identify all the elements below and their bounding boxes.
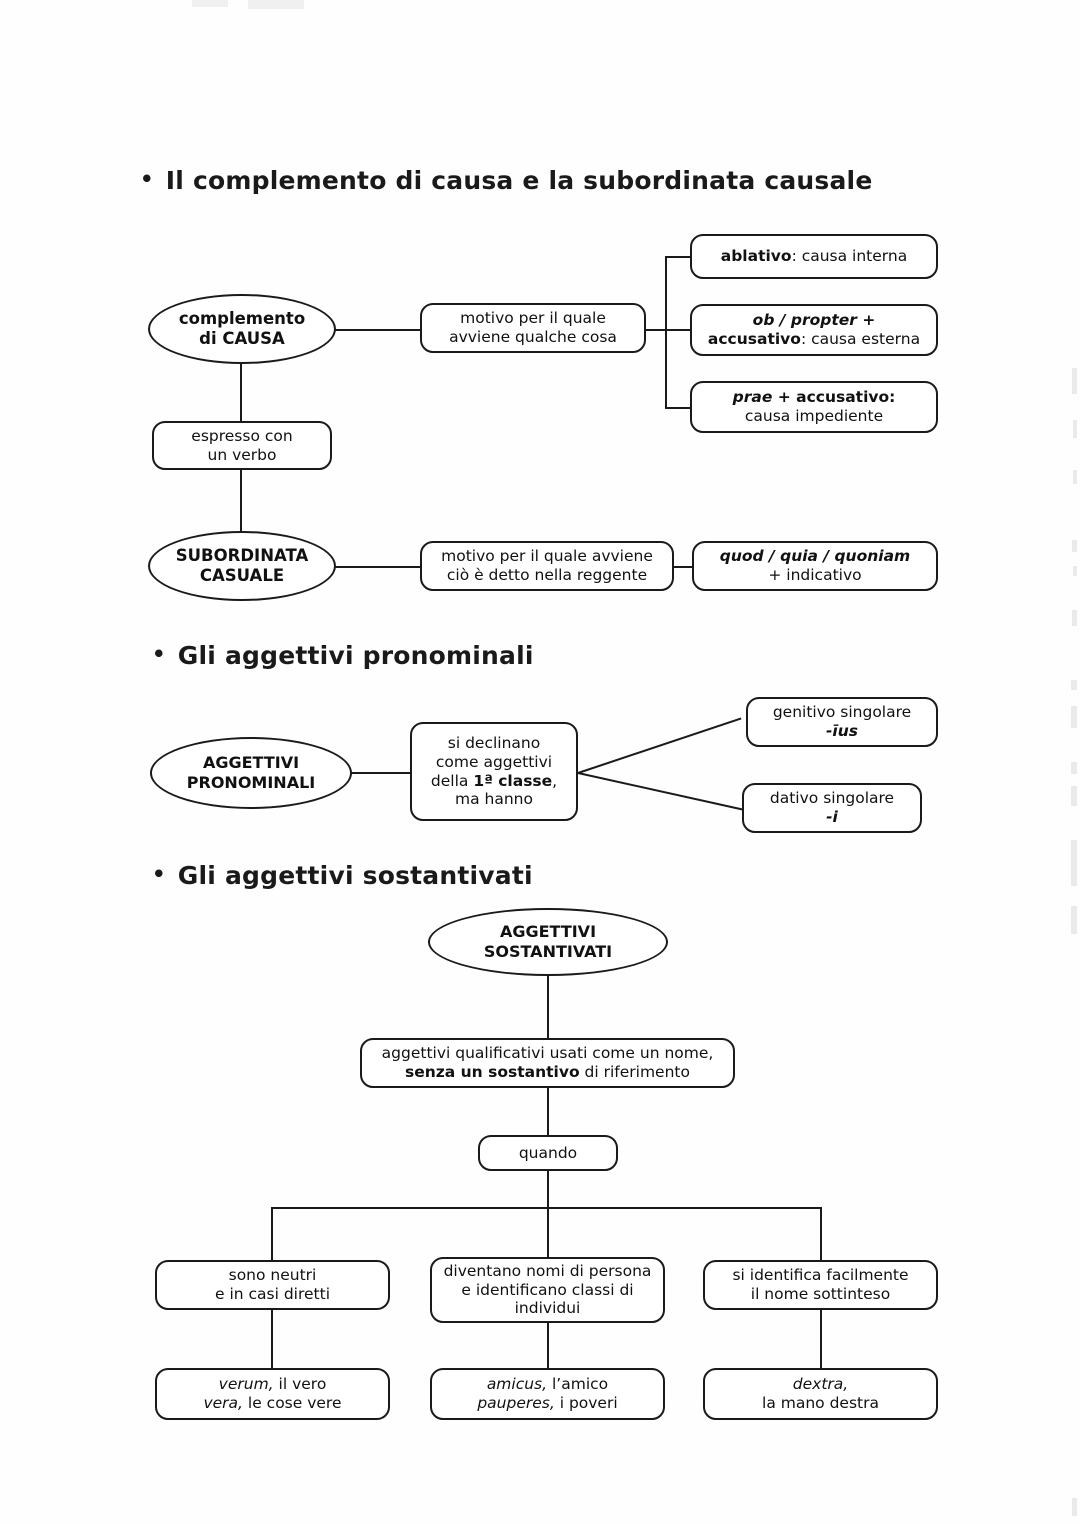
node-label: diventano nomi di persona e identificano…: [443, 1261, 652, 1318]
scan-bleed-mark: [1071, 840, 1077, 886]
node-aggettivi-pronominali: AGGETTIVI PRONOMINALI: [150, 737, 352, 809]
node-dativo-singolare: dativo singolare -i: [742, 783, 922, 833]
fork-drop-left: [271, 1207, 273, 1262]
node-label: ablativo: causa interna: [720, 247, 908, 266]
connector-col2-to-example2: [547, 1321, 549, 1368]
section-heading-causa: • Il complemento di causa e la subordinat…: [140, 166, 872, 195]
connector-sostantivati-to-definizione: [547, 976, 549, 1038]
bullet-icon: •: [152, 862, 166, 888]
scan-bleed-mark: [1072, 610, 1077, 626]
section-heading-pronominali: • Gli aggettivi pronominali: [152, 641, 534, 670]
node-label: dativo singolare -i: [769, 789, 895, 826]
node-definizione-sostantivati: aggettivi qualificativi usati come un no…: [360, 1038, 735, 1088]
node-label: verum, il vero vera, le cose vere: [203, 1375, 342, 1412]
node-label: aggettivi qualificativi usati come un no…: [381, 1044, 714, 1081]
node-quod-quia-quoniam: quod / quia / quoniam + indicativo: [692, 541, 938, 591]
connector-root-to-motivo: [334, 329, 422, 331]
node-esempio-amicus-pauperes: amicus, l’amico pauperes, i poveri: [430, 1368, 665, 1420]
node-ob-propter-accusativo: ob / propter + accusativo: causa esterna: [690, 304, 938, 356]
section-heading-text: Gli aggettivi pronominali: [177, 641, 534, 670]
connector-quando-to-fork: [547, 1169, 549, 1208]
node-genitivo-singolare: genitivo singolare -īus: [746, 697, 938, 747]
node-motivo-avviene: motivo per il quale avviene qualche cosa: [420, 303, 646, 353]
scan-bleed-mark: [1073, 566, 1077, 576]
connector-declinano-to-dativo: [577, 772, 747, 812]
node-aggettivi-sostantivati: AGGETTIVI SOSTANTIVATI: [428, 908, 668, 976]
connector-root-to-verbo: [240, 364, 242, 422]
node-label: dextra, la mano destra: [762, 1375, 879, 1412]
bracket-stub-prae: [665, 407, 692, 409]
node-label: si declinano come aggettivi della 1ª cla…: [430, 733, 558, 809]
node-label: ob / propter + accusativo: causa esterna: [707, 311, 921, 348]
node-label: sono neutri e in casi diretti: [214, 1266, 331, 1303]
fork-drop-center: [547, 1207, 549, 1262]
node-label: espresso con un verbo: [191, 426, 293, 464]
scan-smudge: [248, 0, 304, 9]
scan-bleed-mark: [1073, 420, 1077, 438]
connector-declinano-to-genitivo: [577, 717, 742, 774]
connector-verbo-to-subordinata: [240, 469, 242, 533]
scan-bleed-mark: [1071, 762, 1077, 774]
node-label: SUBORDINATA CASUALE: [175, 545, 309, 585]
bracket-stub-ablativo: [665, 256, 692, 258]
node-label: complemento di CAUSA: [178, 308, 306, 348]
node-esempio-verum-vera: verum, il vero vera, le cose vere: [155, 1368, 390, 1420]
section-heading-text: Gli aggettivi sostantivati: [177, 861, 533, 890]
fork-bar-sostantivati: [271, 1207, 822, 1209]
node-label: AGGETTIVI PRONOMINALI: [186, 753, 316, 792]
scan-bleed-mark: [1072, 540, 1077, 552]
connector-col3-to-example3: [820, 1308, 822, 1368]
node-sono-neutri: sono neutri e in casi diretti: [155, 1260, 390, 1310]
node-prae-accusativo: prae + accusativo: causa impediente: [690, 381, 938, 433]
bullet-icon: •: [140, 167, 154, 193]
node-si-declinano: si declinano come aggettivi della 1ª cla…: [410, 722, 578, 821]
scan-bleed-mark: [1073, 470, 1077, 484]
connector-motivo2-to-quod: [672, 566, 694, 568]
scan-bleed-mark: [1071, 786, 1077, 806]
connector-pronominali-to-declinano: [350, 772, 410, 774]
node-motivo-reggente: motivo per il quale avviene ciò è detto …: [420, 541, 674, 591]
connector-definizione-to-quando: [547, 1087, 549, 1136]
node-label: motivo per il quale avviene ciò è detto …: [441, 547, 653, 584]
node-label: si identifica facilmente il nome sottint…: [732, 1266, 909, 1303]
node-diventano-nomi-persona: diventano nomi di persona e identificano…: [430, 1257, 665, 1323]
node-label: genitivo singolare -īus: [772, 703, 912, 740]
node-subordinata-casuale: SUBORDINATA CASUALE: [148, 531, 336, 601]
fork-drop-right: [820, 1207, 822, 1262]
node-esempio-dextra: dextra, la mano destra: [703, 1368, 938, 1420]
node-si-identifica-nome-sottinteso: si identifica facilmente il nome sottint…: [703, 1260, 938, 1310]
section-heading-text: Il complemento di causa e la subordinata…: [165, 166, 873, 195]
node-label: prae + accusativo: causa impediente: [732, 388, 896, 425]
node-label: quando: [518, 1143, 578, 1162]
scan-smudge: [192, 0, 228, 7]
scan-bleed-mark: [1072, 368, 1077, 394]
bullet-icon: •: [152, 642, 166, 668]
section-heading-sostantivati: • Gli aggettivi sostantivati: [152, 861, 533, 890]
connector-subordinata-to-motivo2: [334, 566, 422, 568]
node-label: amicus, l’amico pauperes, i poveri: [477, 1375, 618, 1412]
node-espresso-con-un-verbo: espresso con un verbo: [152, 421, 332, 470]
scan-bleed-mark: [1072, 1498, 1077, 1516]
scan-bleed-mark: [1071, 706, 1077, 728]
scan-bleed-mark: [1071, 906, 1077, 934]
scan-bleed-mark: [1071, 680, 1077, 690]
node-quando: quando: [478, 1135, 618, 1171]
bracket-stub-obpropter: [665, 329, 692, 331]
node-complemento-di-causa: complemento di CAUSA: [148, 294, 336, 364]
node-label: AGGETTIVI SOSTANTIVATI: [483, 922, 613, 961]
connector-col1-to-example1: [271, 1308, 273, 1368]
node-ablativo-causa-interna: ablativo: causa interna: [690, 234, 938, 279]
node-label: motivo per il quale avviene qualche cosa: [449, 309, 617, 346]
bracket-trunk-causa: [665, 256, 667, 408]
node-label: quod / quia / quoniam + indicativo: [719, 547, 911, 584]
